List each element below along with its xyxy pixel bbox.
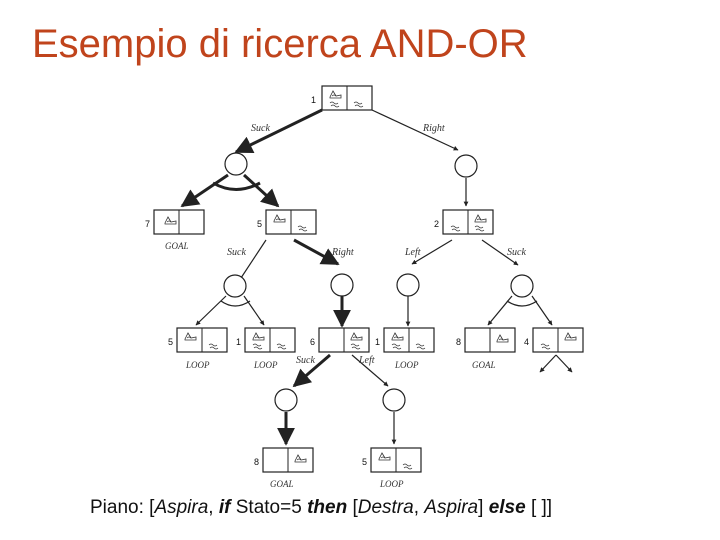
or-node <box>382 388 406 412</box>
state-node-goal8 <box>464 327 516 353</box>
or-node <box>224 152 248 176</box>
action-label: Right <box>331 247 354 258</box>
loop-label: LOOP <box>185 360 210 370</box>
or-nodes <box>223 152 534 412</box>
state-number: 5 <box>168 337 173 347</box>
state-number: 1 <box>311 95 316 105</box>
edge-s6-suck <box>292 353 331 388</box>
edge-and2-loop1 <box>243 295 265 326</box>
edge-and1-goal7 <box>180 173 229 208</box>
state-number: 5 <box>257 219 262 229</box>
state-number: 1 <box>375 337 380 347</box>
action-label: Right <box>422 123 445 134</box>
state-number: 4 <box>524 337 529 347</box>
action-label: Left <box>358 355 375 366</box>
or-node <box>223 274 247 298</box>
state-number: 6 <box>310 337 315 347</box>
state-node-goal7 <box>153 209 205 235</box>
state-node-goal8b <box>262 447 314 473</box>
state-number: 7 <box>145 219 150 229</box>
action-label: Left <box>404 247 421 258</box>
state-node-root <box>321 85 373 111</box>
state-nodes: 1 7 5 2 5 <box>145 85 584 473</box>
edge-s2-left <box>411 239 453 265</box>
loop-label: LOOP <box>394 360 419 370</box>
goal-label: GOAL <box>472 360 496 370</box>
or-node <box>454 154 478 178</box>
state-node-s4 <box>532 327 584 353</box>
action-labels: Suck Right Suck Right Left Suck Suck Lef… <box>227 123 526 366</box>
goal-label: GOAL <box>165 241 189 251</box>
and-arc-1 <box>212 181 261 191</box>
state-number: 2 <box>434 219 439 229</box>
edge-s2-suck <box>481 239 519 266</box>
edge-s4-out-b <box>555 354 573 373</box>
or-node <box>274 388 298 412</box>
state-node-s2 <box>442 209 494 235</box>
action-label: Suck <box>251 123 270 134</box>
action-label: Suck <box>507 247 526 258</box>
state-number: 8 <box>456 337 461 347</box>
state-number: 1 <box>236 337 241 347</box>
loop-label: LOOP <box>253 360 278 370</box>
state-node-loop5b <box>370 447 422 473</box>
state-node-loop5 <box>176 327 228 353</box>
edge-root-suck <box>234 108 323 154</box>
state-node-loop1b <box>383 327 435 353</box>
slide-title: Esempio di ricerca AND-OR <box>32 22 528 66</box>
or-node <box>510 274 534 298</box>
and-arc-2 <box>220 300 251 307</box>
state-node-loop1 <box>244 327 296 353</box>
goal-label: GOAL <box>270 479 294 489</box>
state-number: 5 <box>362 457 367 467</box>
plan-text: Piano: [Aspira, if Stato=5 then [Destra,… <box>90 497 553 518</box>
state-node-s5 <box>265 209 317 235</box>
edge-s5-right <box>293 238 340 266</box>
tree-edges <box>180 108 573 446</box>
action-label: Suck <box>227 247 246 258</box>
or-node <box>396 273 420 297</box>
edge-and2-loop5 <box>195 295 227 326</box>
action-label: Suck <box>296 355 315 366</box>
edge-root-right <box>371 109 459 151</box>
edge-and3-goal8 <box>487 295 513 326</box>
and-arc-3 <box>506 300 538 307</box>
edge-and3-s4 <box>531 295 553 326</box>
or-node <box>330 273 354 297</box>
loop-label: LOOP <box>379 479 404 489</box>
state-node-s6 <box>318 327 370 353</box>
edge-s6-left <box>351 354 389 387</box>
edge-and1-s5 <box>242 173 280 208</box>
edge-s4-out-a <box>539 354 557 373</box>
state-number: 8 <box>254 457 259 467</box>
status-labels: GOAL LOOP LOOP LOOP GOAL GOAL LOOP <box>165 241 496 489</box>
